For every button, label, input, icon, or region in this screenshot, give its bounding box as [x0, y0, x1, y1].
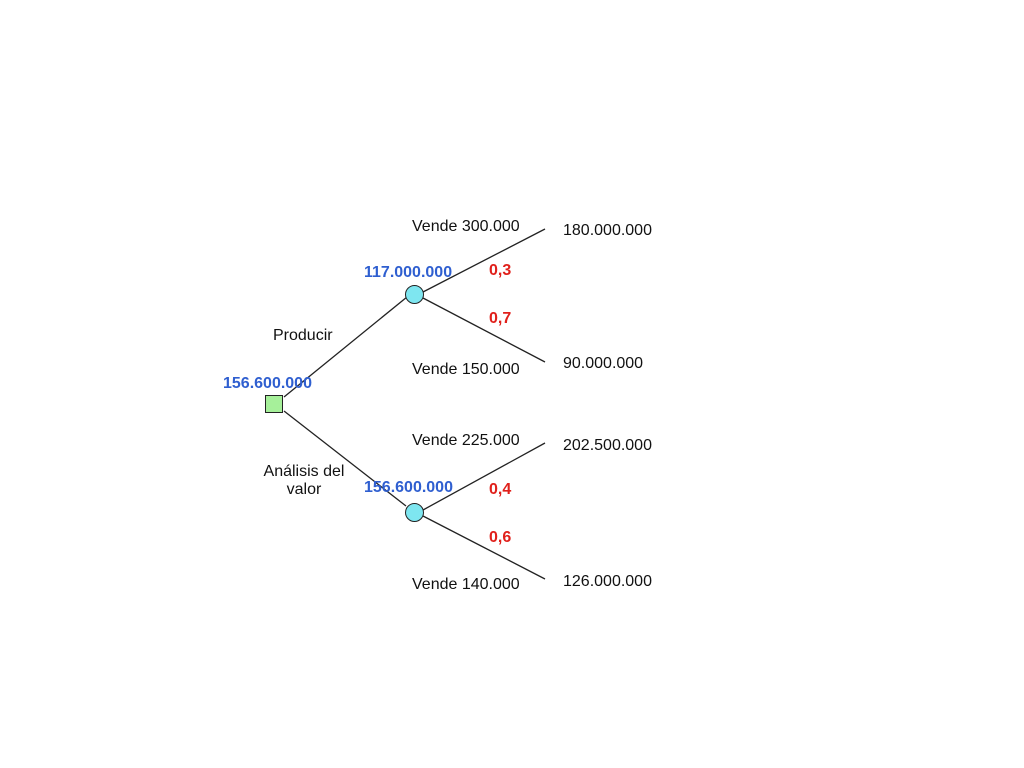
chance-node-analisis: [405, 503, 424, 522]
branch-label-producir: Producir: [273, 327, 333, 344]
payoff-vende-300000: 180.000.000: [563, 222, 652, 239]
outcome-label-vende-140000: Vende 140.000: [412, 576, 520, 593]
edge-vende-140000: [422, 515, 546, 580]
edge-analisis: [283, 410, 407, 507]
chance-value-analisis: 156.600.000: [364, 479, 453, 496]
outcome-label-vende-300000: Vende 300.000: [412, 218, 520, 235]
edge-vende-225000: [422, 442, 546, 511]
chance-value-producir: 117.000.000: [364, 264, 453, 281]
branch-label-analisis-line2: valor: [286, 481, 322, 498]
payoff-vende-225000: 202.500.000: [563, 437, 652, 454]
outcome-label-vende-225000: Vende 225.000: [412, 432, 520, 449]
probability-vende-300000: 0,3: [489, 262, 512, 279]
probability-vende-225000: 0,4: [489, 481, 512, 498]
chance-node-producir: [405, 285, 424, 304]
outcome-label-vende-150000: Vende 150.000: [412, 361, 520, 378]
payoff-vende-140000: 126.000.000: [563, 573, 652, 590]
probability-vende-150000: 0,7: [489, 310, 512, 327]
branch-label-analisis: Análisis del valor: [258, 463, 350, 499]
edge-vende-300000: [422, 228, 546, 293]
decision-node-value: 156.600.000: [223, 375, 312, 392]
edge-producir: [283, 296, 408, 398]
decision-node-square: [265, 395, 283, 413]
payoff-vende-150000: 90.000.000: [563, 355, 644, 372]
probability-vende-140000: 0,6: [489, 529, 512, 546]
edge-vende-150000: [422, 297, 546, 363]
branch-label-analisis-line1: Análisis del: [263, 463, 345, 480]
